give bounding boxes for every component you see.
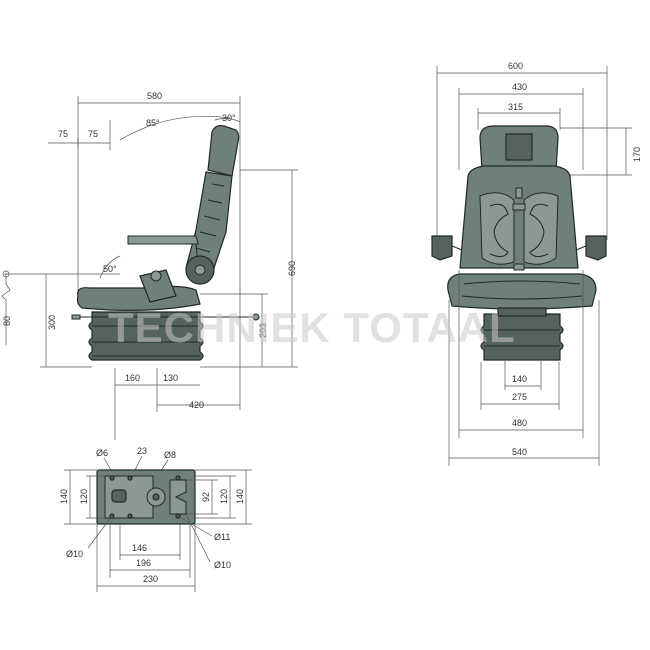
label-75a: 75 — [58, 129, 68, 139]
front-suspension — [480, 313, 564, 361]
base-plate-view: Ø6 23 Ø8 140 120 92 120 — [59, 446, 252, 592]
side-view: 580 75 75 85° 30° 50° — [1, 91, 298, 440]
label-540: 540 — [512, 447, 527, 457]
label-146: 146 — [132, 543, 147, 553]
label-580: 580 — [147, 91, 162, 101]
front-armrest-right — [585, 235, 607, 261]
label-430: 430 — [512, 82, 527, 92]
label-420: 420 — [189, 400, 204, 410]
label-23: 23 — [137, 446, 147, 456]
arc-85 — [119, 115, 231, 141]
label-315: 315 — [508, 102, 523, 112]
front-armrest-left — [431, 235, 453, 261]
label-690: 690 — [287, 261, 297, 276]
label-75b: 75 — [88, 129, 98, 139]
side-armrest — [127, 235, 199, 245]
side-headrest — [207, 125, 240, 177]
label-hole-10a: Ø10 — [66, 549, 83, 559]
label-140-left: 140 — [59, 489, 69, 504]
label-120-right: 120 — [219, 489, 229, 504]
label-160: 160 — [125, 373, 140, 383]
label-140-right: 140 — [235, 489, 245, 504]
front-view: 600 430 315 170 — [431, 61, 642, 466]
label-80: 80 — [2, 316, 12, 326]
label-120-left: 120 — [79, 489, 89, 504]
label-196: 196 — [136, 558, 151, 568]
label-230: 230 — [143, 574, 158, 584]
label-85: 85° — [146, 118, 160, 128]
label-300: 300 — [47, 315, 57, 330]
label-275: 275 — [512, 392, 527, 402]
label-92: 92 — [201, 492, 211, 502]
label-140-front: 140 — [512, 374, 527, 384]
front-backrest — [459, 165, 579, 269]
label-hole-10b: Ø10 — [214, 560, 231, 570]
watermark: TECHNIEK TOTAAL — [108, 304, 516, 351]
label-203: 203 — [258, 323, 268, 338]
label-480: 480 — [512, 418, 527, 428]
label-hole-11: Ø11 — [214, 532, 230, 542]
label-hole-6: Ø6 — [96, 448, 108, 458]
label-130: 130 — [163, 373, 178, 383]
label-170: 170 — [632, 147, 642, 162]
side-suspension — [88, 311, 204, 361]
label-600: 600 — [508, 61, 523, 71]
label-hole-8: Ø8 — [164, 450, 176, 460]
label-30: 30° — [222, 113, 236, 123]
label-50: 50° — [103, 264, 117, 274]
